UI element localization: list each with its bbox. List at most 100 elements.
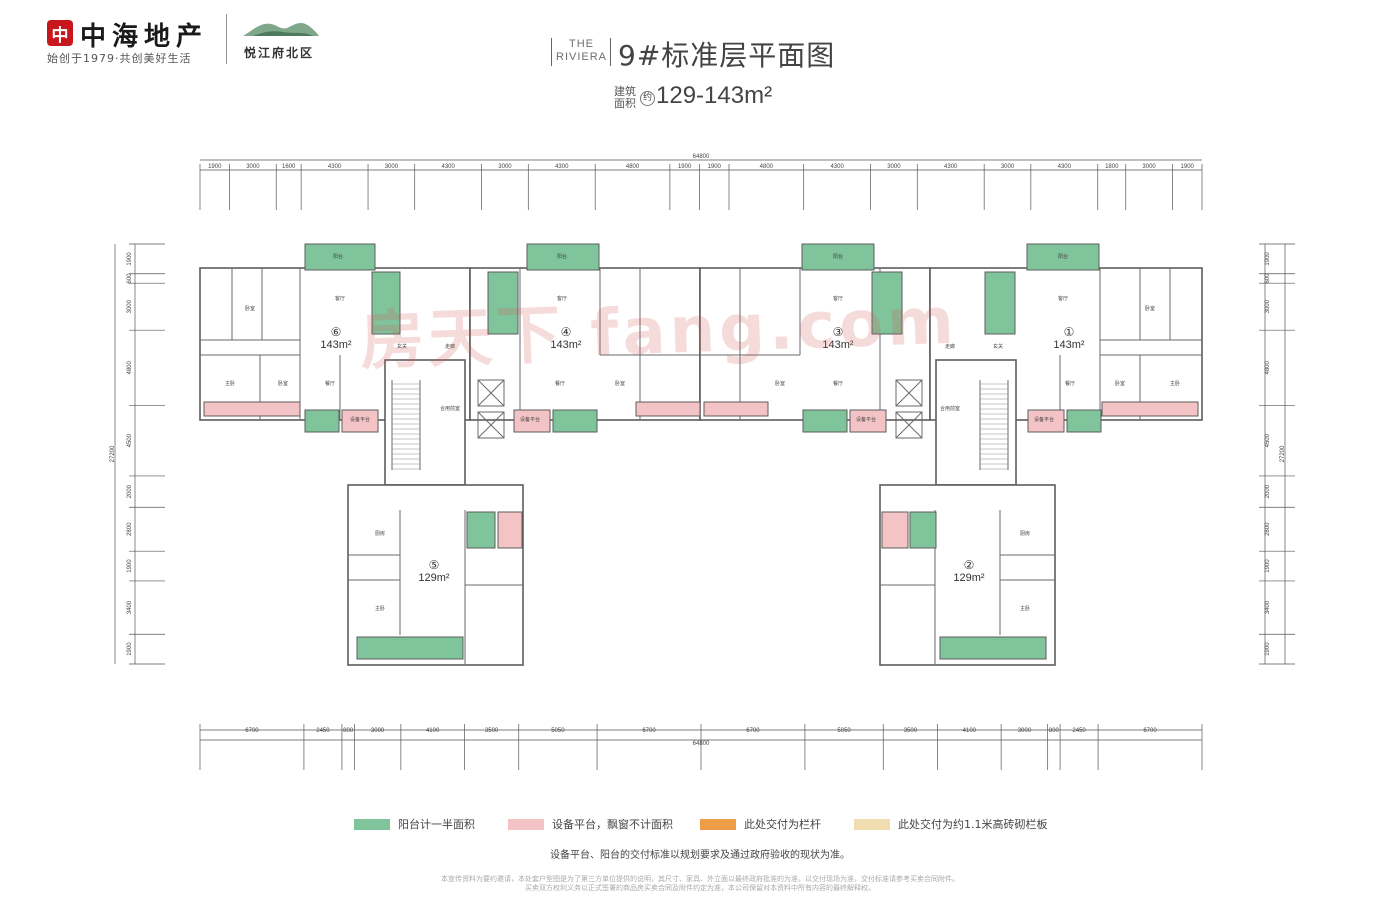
the-riviera-line2: RIVIERA [556, 51, 608, 63]
legend-item-platform: 设备平台，飘窗不计面积 [508, 817, 673, 831]
dim-label: 4500 [127, 433, 133, 447]
balcony-area [203, 401, 301, 417]
unit-number: ⑤ [429, 558, 440, 572]
dim-label: 3000 [887, 164, 901, 170]
room-label-living: 客厅 [833, 295, 843, 302]
dim-label: 1900 [708, 164, 722, 170]
the-riviera-line1: THE [569, 38, 594, 50]
room-label-living: 客厅 [1058, 295, 1068, 302]
dim-label: 2450 [316, 728, 330, 734]
balcony-area [304, 243, 376, 271]
room-label-bedroom: 卧室 [615, 380, 625, 387]
dim-label: 600 [127, 273, 133, 284]
footnote: 设备平台、阳台的交付标准以规划要求及通过政府验收的现状为准。 [550, 850, 850, 861]
dim-label: 1800 [1105, 164, 1119, 170]
dim-label: 4800 [1265, 360, 1271, 374]
room-label-living: 客厅 [335, 295, 345, 302]
unit-area: 143m² [320, 339, 352, 351]
dim-label: 1900 [678, 164, 692, 170]
room-label-bedroom: 卧室 [245, 305, 255, 312]
dim-label: 3000 [1142, 164, 1156, 170]
balcony-area [802, 409, 848, 433]
project-name: 悦江府北区 [244, 46, 315, 60]
dimension-ticks [129, 164, 1295, 770]
dim-label: 3000 [1001, 164, 1015, 170]
room-label-dining: 餐厅 [833, 380, 843, 387]
dim-label: 800 [1049, 728, 1060, 734]
dim-total: 27200 [1280, 445, 1286, 462]
balcony-area [703, 401, 769, 417]
dim-label: 1900 [127, 252, 133, 266]
balcony-area [1101, 401, 1199, 417]
balcony-area [304, 409, 340, 433]
room-label-kitchen: 厨房 [1020, 530, 1030, 537]
page-title: 9#标准层平面图 [618, 39, 836, 72]
room-label-dining: 餐厅 [555, 380, 565, 387]
unit-number: ⑥ [331, 325, 342, 339]
balcony-area [909, 511, 937, 549]
room-label-dining: 餐厅 [325, 380, 335, 387]
dim-label: 3000 [246, 164, 260, 170]
room-label-living: 客厅 [557, 295, 567, 302]
brand-logo-icon: 中 [47, 20, 73, 46]
area-value: 129-143m² [656, 82, 773, 109]
disclaimer-line2: 买卖双方权利义务以正式签署的商品房买卖合同及附件约定为准，本公司保留对本资料中所… [525, 884, 875, 892]
room-label-balcony: 阳台 [833, 253, 843, 260]
area-approx-badge: 约 [640, 91, 655, 106]
room-label-balcony: 阳台 [557, 253, 567, 260]
dim-label: 2000 [1265, 484, 1271, 498]
dim-label: 4300 [441, 164, 455, 170]
room-label-bedroom: 卧室 [775, 380, 785, 387]
dim-label: 1900 [1265, 559, 1271, 573]
dim-label: 3000 [1018, 728, 1032, 734]
balcony-area [487, 271, 519, 335]
brand-slogan: 始创于1979·共创美好生活 [47, 52, 192, 65]
dim-label: 4800 [127, 360, 133, 374]
dim-label: 4800 [760, 164, 774, 170]
unit-area: 143m² [550, 339, 582, 351]
legend-item-brick-parapet: 此处交付为约1.1米高砖砌栏板 [854, 817, 1048, 831]
room-label-bedroom: 卧室 [1115, 380, 1125, 387]
balcony-area [635, 401, 701, 417]
room-label-master: 主卧 [1020, 605, 1030, 612]
dim-label: 4100 [426, 728, 440, 734]
header-divider [226, 14, 227, 64]
dim-label: 3000 [385, 164, 399, 170]
dim-label: 2800 [127, 522, 133, 536]
dim-label: 6700 [642, 728, 656, 734]
room-label-balcony: 阳台 [333, 253, 343, 260]
balcony-area [1027, 409, 1065, 433]
area-label: 建筑 面积 [614, 86, 636, 110]
dim-label: 4300 [830, 164, 844, 170]
room-label-equipment: 设备平台 [1034, 416, 1054, 423]
room-label-master: 主卧 [1170, 380, 1180, 387]
dim-label: 4300 [1058, 164, 1072, 170]
balcony-area [371, 271, 401, 335]
legend-swatch [354, 818, 390, 830]
dim-label: 2800 [1265, 522, 1271, 536]
balcony-area [984, 271, 1016, 335]
balconies [203, 243, 1199, 660]
dim-label: 5050 [551, 728, 565, 734]
dim-label: 3500 [904, 728, 918, 734]
room-label-corridor: 走廊 [945, 343, 955, 350]
balcony-area [513, 409, 551, 433]
dim-label: 1900 [208, 164, 222, 170]
dim-label: 5050 [837, 728, 851, 734]
unit-number: ② [964, 558, 975, 572]
balcony-area [939, 636, 1047, 660]
dim-label: 6700 [1143, 728, 1157, 734]
balcony-area [849, 409, 887, 433]
dim-label: 3000 [127, 299, 133, 313]
room-label-equipment: 设备平台 [350, 416, 370, 423]
room-label-master: 主卧 [225, 380, 235, 387]
room-label-master: 主卧 [375, 605, 385, 612]
dim-label: 3400 [1265, 600, 1271, 614]
balcony-area [871, 271, 903, 335]
dim-label: 4300 [944, 164, 958, 170]
dim-label: 1900 [127, 559, 133, 573]
dim-label: 4800 [626, 164, 640, 170]
dim-label: 1900 [1265, 642, 1271, 656]
